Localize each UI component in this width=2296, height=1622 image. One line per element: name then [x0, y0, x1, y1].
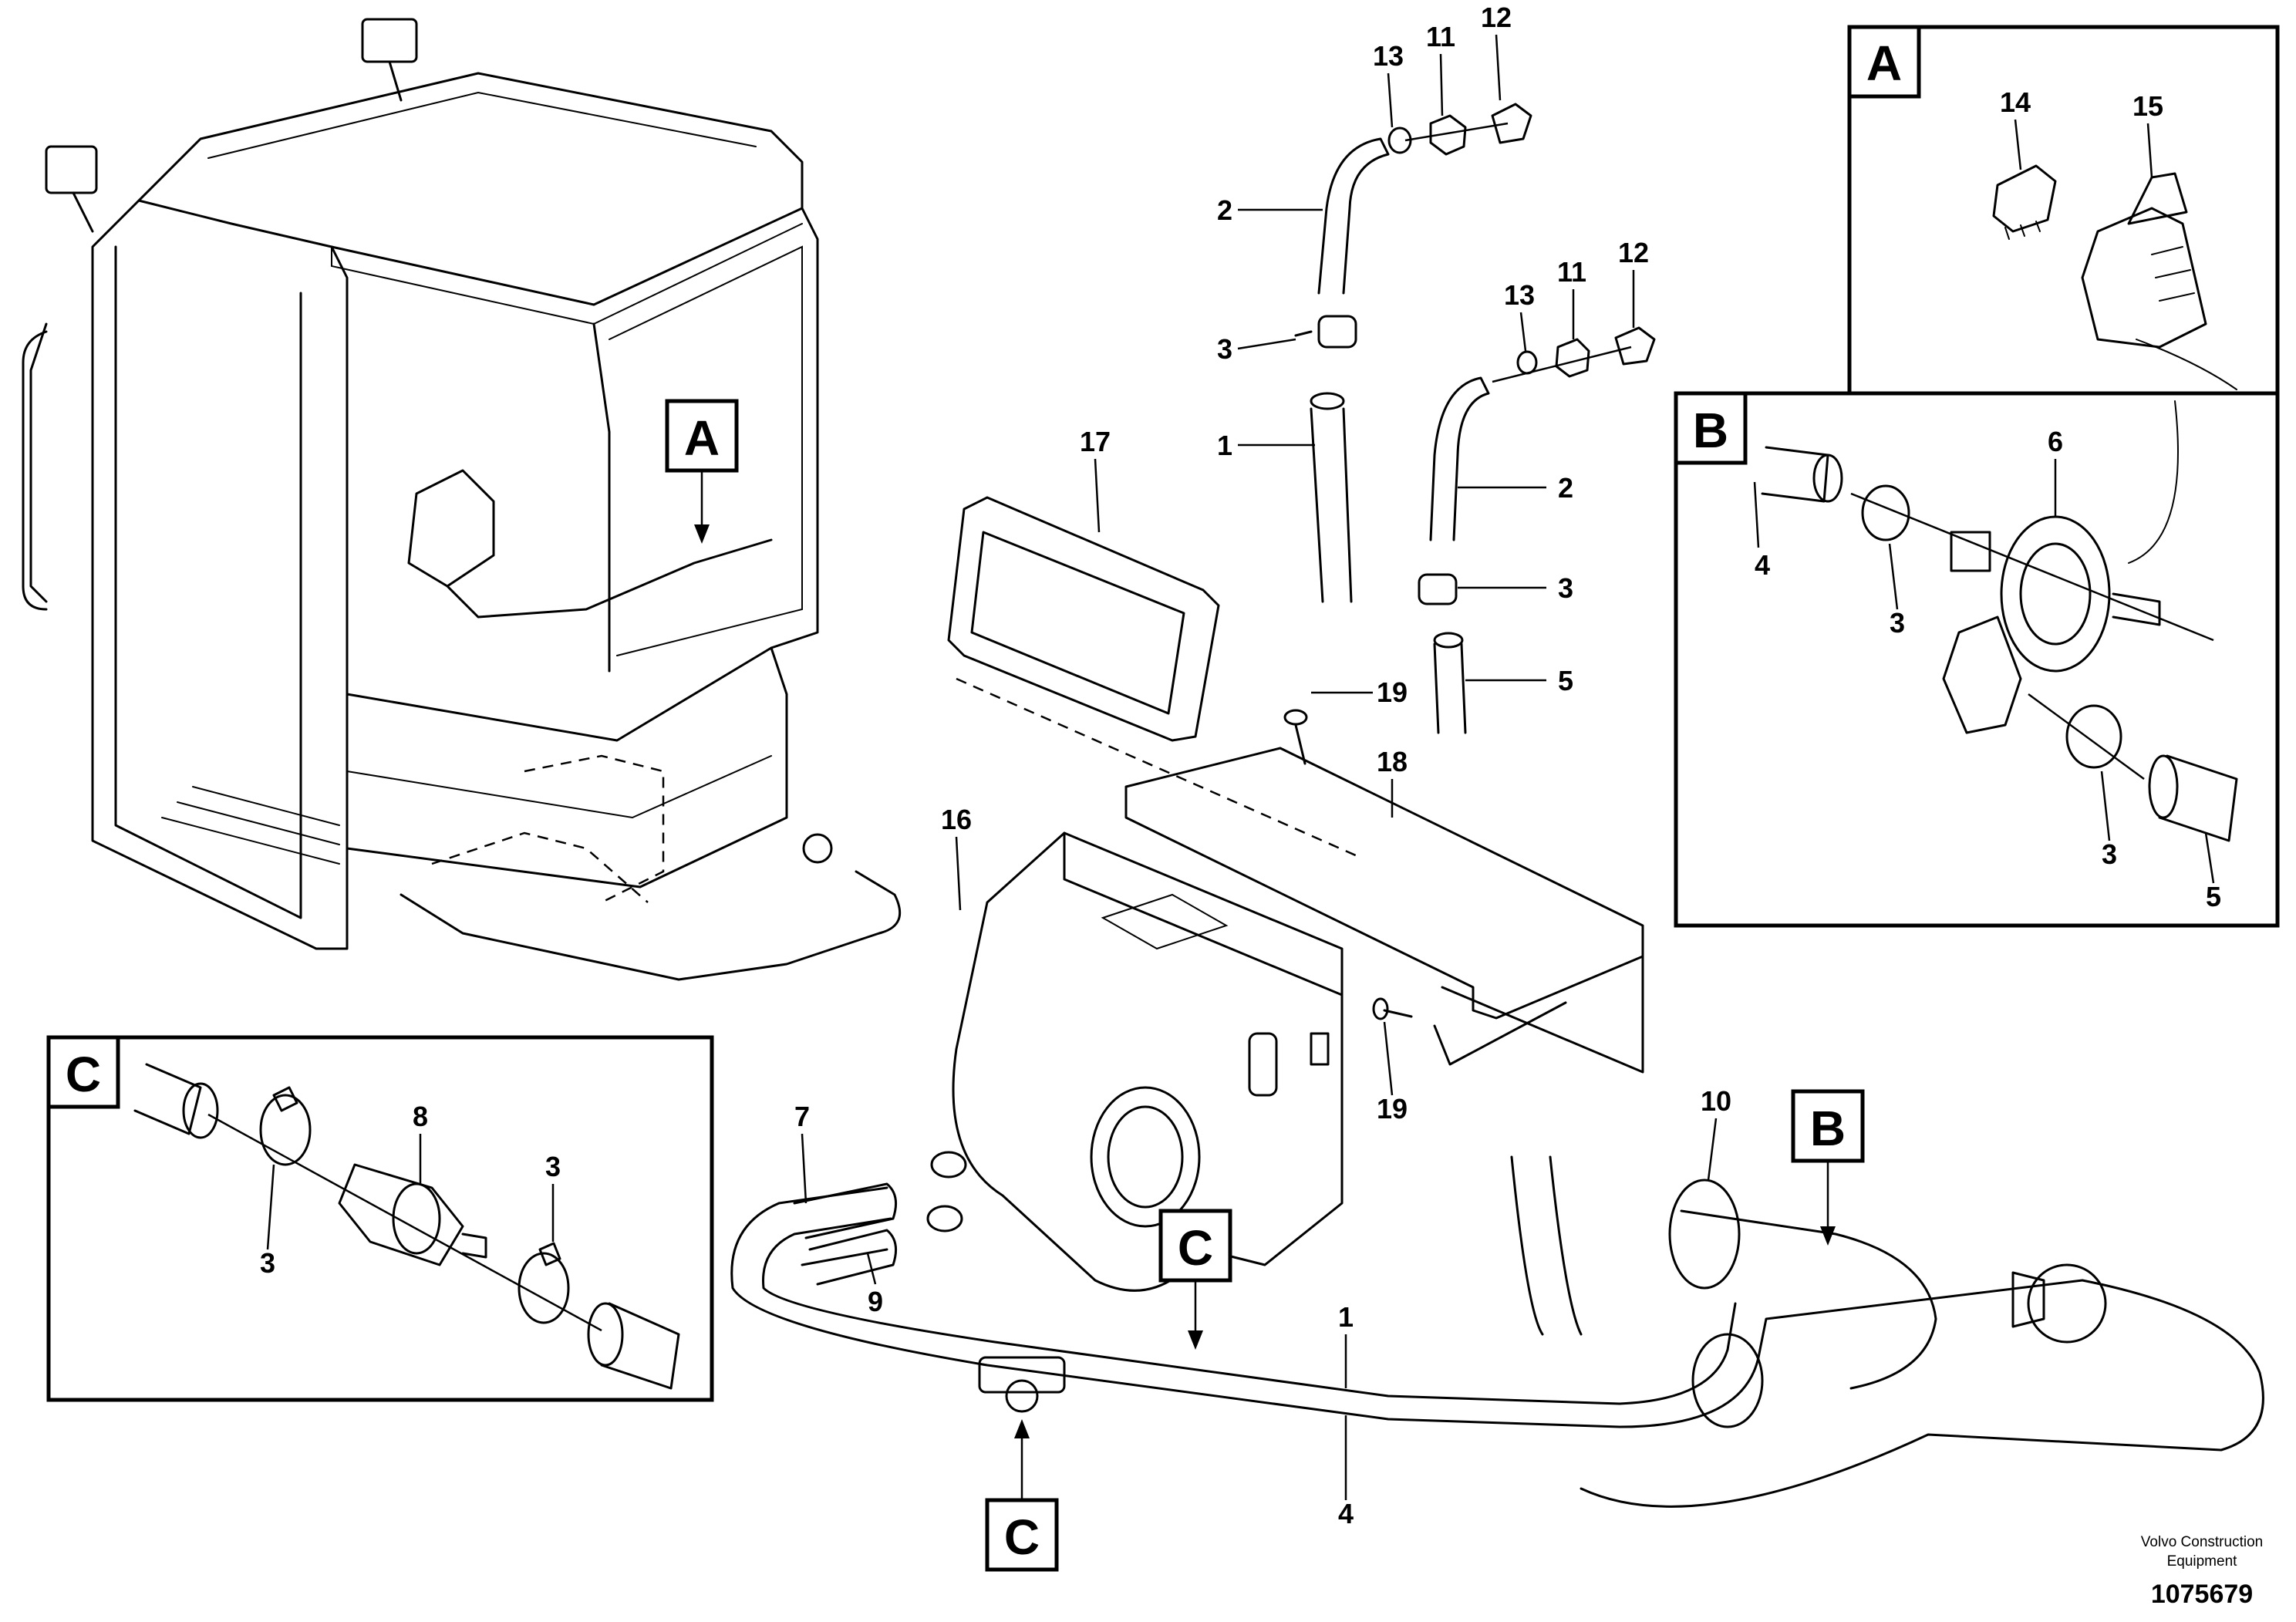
inset-view-b: B [1674, 391, 2280, 928]
piping-loop [730, 1151, 2264, 1508]
callout-3-inset-b-upper: 3 [1890, 607, 1905, 639]
callout-14: 14 [2000, 86, 2031, 118]
callout-13-upper: 13 [1373, 40, 1404, 72]
inset-b-letter: B [1693, 403, 1728, 458]
inset-a-letter: A [1866, 35, 1902, 91]
callout-8-inset-c: 8 [413, 1101, 428, 1132]
view-tag-a-cab: A [684, 410, 720, 466]
callout-3-inset-c-left: 3 [260, 1247, 275, 1279]
inset-view-c: C [46, 1035, 714, 1402]
callout-3-lower: 3 [1558, 572, 1573, 604]
callouts: 13 11 12 2 3 1 13 11 12 2 3 5 17 19 18 1… [260, 2, 2221, 1529]
view-tags: A B C C [665, 399, 1865, 1572]
view-tag-c-lower: C [1004, 1509, 1040, 1565]
callout-7: 7 [794, 1101, 810, 1132]
callout-15: 15 [2132, 90, 2163, 122]
callout-16: 16 [941, 804, 972, 835]
view-tag-c-upper: C [1178, 1220, 1213, 1276]
callout-9: 9 [868, 1286, 883, 1317]
callout-6-inset-b: 6 [2048, 426, 2063, 457]
callout-4-loop: 4 [1338, 1498, 1354, 1529]
callout-2-upper: 2 [1217, 194, 1232, 226]
callout-3-upper: 3 [1217, 333, 1232, 365]
footer-maker-line2: Equipment [2167, 1553, 2238, 1570]
callout-3-inset-b-lower: 3 [2102, 838, 2117, 870]
callout-19-bottom: 19 [1377, 1093, 1408, 1125]
inset-view-a: A [1847, 25, 2280, 396]
callout-18: 18 [1377, 746, 1408, 777]
hose-upper-assembly [1294, 103, 1532, 603]
callout-10: 10 [1701, 1085, 1731, 1117]
callout-1-upper: 1 [1217, 430, 1232, 461]
footer-maker-line1: Volvo Construction [2141, 1534, 2263, 1550]
drawing-footer: Volvo Construction Equipment 1075679 [2141, 1534, 2263, 1609]
callout-13-lower: 13 [1504, 279, 1535, 311]
callout-5-lower: 5 [1558, 665, 1573, 696]
callout-1-loop: 1 [1338, 1301, 1354, 1333]
inset-c-letter: C [66, 1047, 101, 1102]
footer-drawing-number: 1075679 [2151, 1580, 2253, 1609]
cab-illustration [22, 18, 902, 981]
callout-5-inset-b: 5 [2206, 881, 2221, 912]
callout-4-inset-b: 4 [1755, 549, 1770, 581]
callout-17: 17 [1080, 426, 1111, 457]
callout-19-top: 19 [1377, 676, 1408, 708]
view-tag-b-loop: B [1810, 1101, 1846, 1156]
callout-11-upper: 11 [1426, 21, 1455, 52]
callout-12-lower: 12 [1618, 237, 1649, 268]
callout-12-upper: 12 [1481, 2, 1512, 33]
callout-2-lower: 2 [1558, 472, 1573, 504]
callout-3-inset-c-right: 3 [545, 1151, 561, 1182]
callout-11-lower: 11 [1557, 256, 1586, 288]
heater-unit [947, 496, 1644, 1292]
hose-lower-assembly [1418, 326, 1656, 734]
